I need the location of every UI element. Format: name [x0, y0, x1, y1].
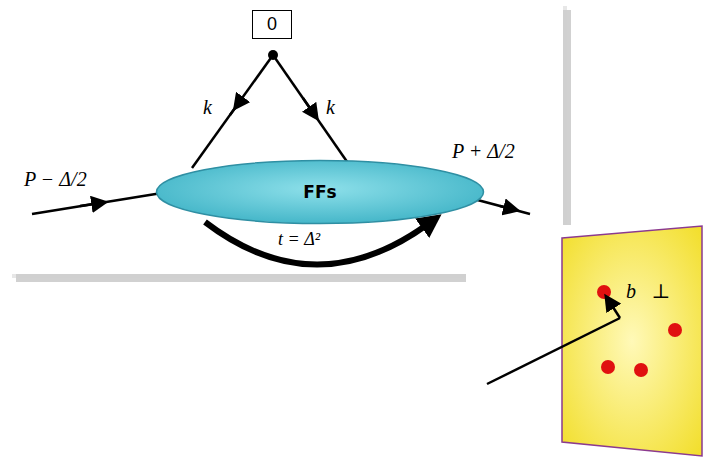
momentum-label: P − Δ/2 — [24, 168, 87, 190]
parton-dot — [597, 285, 611, 299]
transfer-arrow — [205, 222, 428, 265]
momentum-label: k — [326, 96, 335, 118]
propagator-line — [192, 55, 273, 168]
transfer-label: t = Δ² — [278, 230, 320, 250]
impact-parameter-label: b⃗⊥ — [626, 280, 670, 302]
arrowhead — [230, 104, 238, 115]
axis-line — [487, 318, 620, 384]
arrowhead — [500, 206, 512, 209]
card — [466, 225, 717, 463]
parton-dot — [601, 360, 615, 374]
ellipse-shape — [157, 161, 484, 224]
momentum-label: k — [203, 96, 212, 118]
propagator-line — [273, 55, 350, 166]
parton-dot — [668, 323, 682, 337]
blob-label: FFs — [303, 182, 336, 202]
transverse-plane — [562, 226, 702, 456]
arrowhead — [80, 203, 100, 206]
impact-vector — [609, 301, 620, 318]
form-factor-blob: FFs — [155, 159, 485, 225]
vertex-dot — [268, 50, 278, 60]
incoming-line — [32, 192, 168, 214]
arrowhead — [303, 98, 314, 114]
parton-dot — [634, 363, 648, 377]
momentum-label: P + Δ/2 — [452, 140, 515, 162]
vacuum-box: 0 — [252, 10, 292, 39]
box-label: 0 — [267, 14, 277, 35]
